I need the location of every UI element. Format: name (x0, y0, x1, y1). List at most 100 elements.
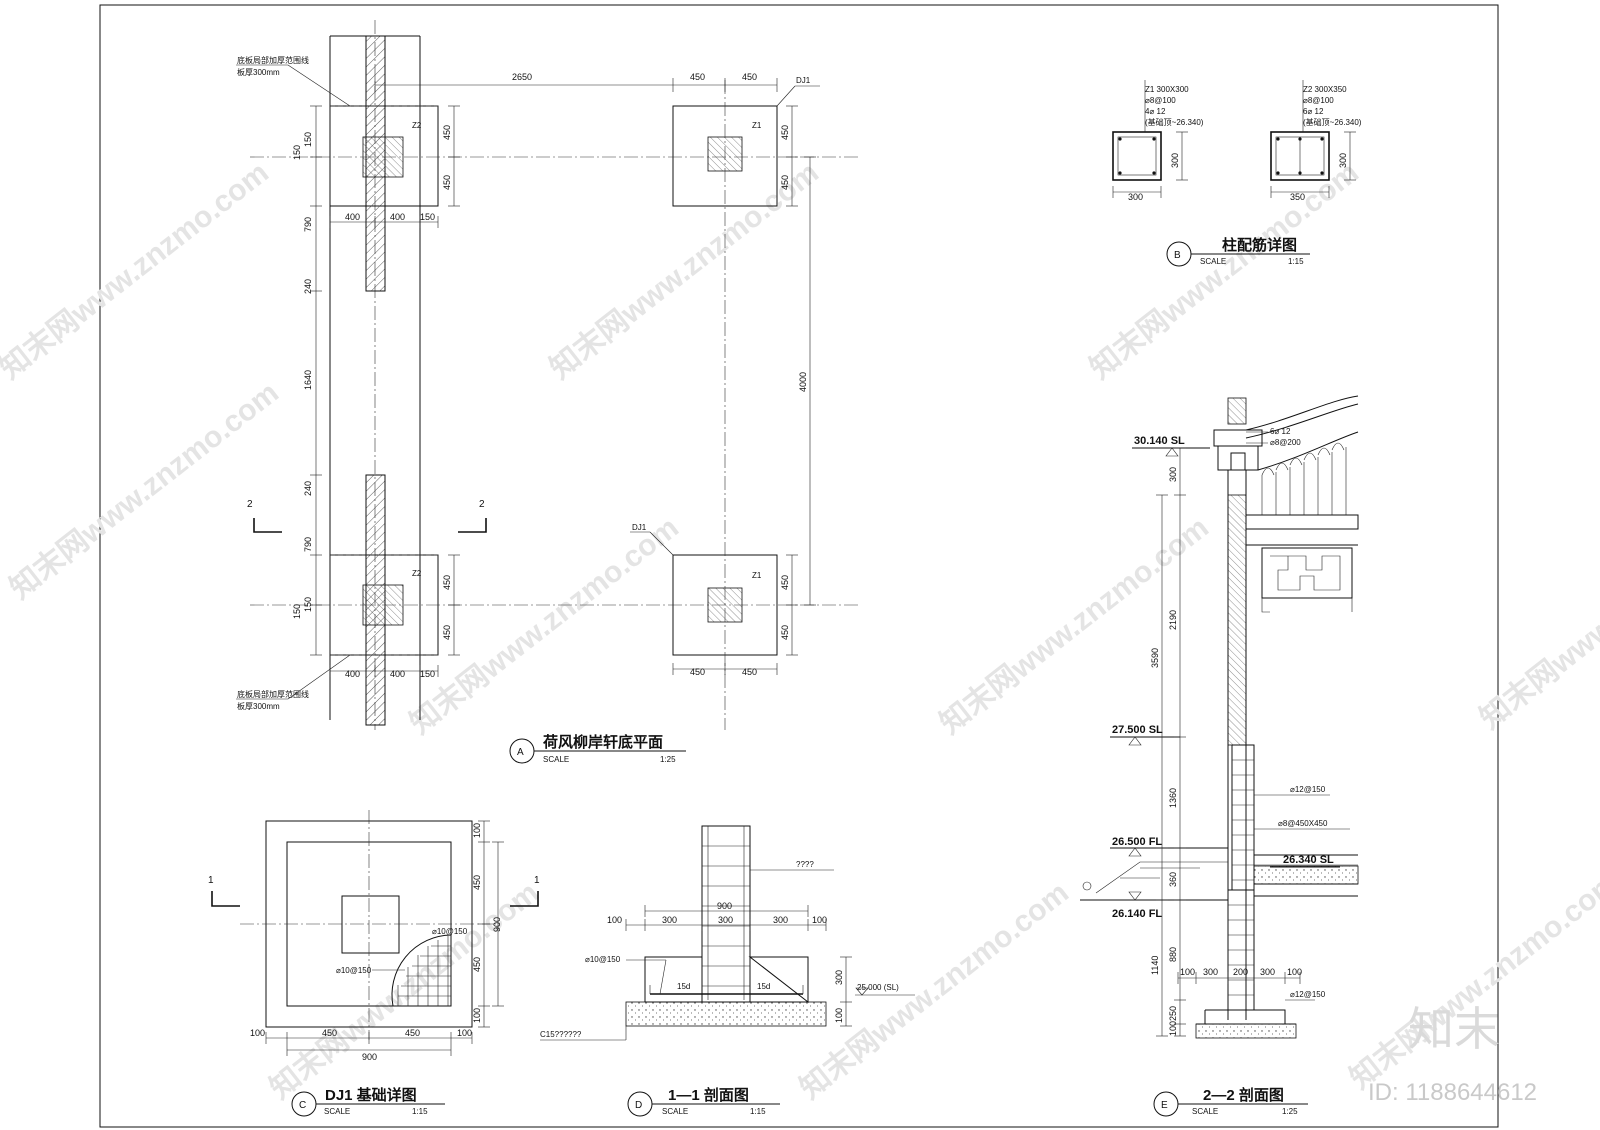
slab-note: 板厚300mm (237, 701, 280, 711)
column-spec: Z2 300X350 (1303, 85, 1347, 94)
column-tag: Z2 (412, 569, 422, 578)
rebar-label: ⌀10@150 (585, 955, 621, 964)
scale-word: SCALE (662, 1107, 688, 1116)
dim-label: 400 (345, 212, 360, 222)
dim-label: 450 (690, 72, 705, 82)
dim-label: 100 (472, 823, 482, 838)
dim-label: 150 (420, 212, 435, 222)
slab-note: 底板局部加厚范围线 (237, 55, 309, 65)
dim-label: 150 (420, 669, 435, 679)
watermark-text: 知末网www.znzmo.com (794, 876, 1075, 1106)
dim-label: 100 (472, 1008, 482, 1023)
scale-value: 1:15 (412, 1107, 428, 1116)
scale-value: 1:15 (750, 1107, 766, 1116)
rebar-label: ⌀10@150 (336, 966, 372, 975)
dim-label: 450 (405, 1028, 420, 1038)
column-spec: Z1 300X300 (1145, 85, 1189, 94)
dim-label: 450 (780, 125, 790, 140)
rebar-label: 6⌀ 12 (1270, 427, 1291, 436)
dim-label: 240 (303, 279, 313, 294)
dim-label: 300 (1203, 967, 1218, 977)
dim-label: 400 (390, 212, 405, 222)
dim-label: 450 (322, 1028, 337, 1038)
level-label: 26.140 FL (1112, 908, 1162, 920)
rebar-label: ⌀12@150 (1290, 785, 1326, 794)
dim-label: 300 (1128, 192, 1143, 202)
dim-label: 350 (1290, 192, 1305, 202)
dim-label: 2190 (1168, 610, 1178, 630)
sheet-border (99, 4, 1499, 1128)
dim-label: 790 (303, 217, 313, 232)
scale-word: SCALE (543, 755, 569, 764)
dim-label: 1360 (1168, 788, 1178, 808)
column-tag: Z2 (412, 121, 422, 130)
plan-title: 荷风柳岸轩底平面 (543, 733, 663, 751)
dim-label: 150 (292, 145, 302, 160)
detail-title: 柱配筋详图 (1222, 236, 1297, 254)
detail-title: 2—2 剖面图 (1203, 1086, 1284, 1104)
dim-label: 1140 (1150, 956, 1160, 975)
dim-label: 450 (442, 175, 452, 190)
column-spec: 6⌀ 12 (1303, 107, 1324, 116)
rebar-label: ⌀10@150 (432, 927, 468, 936)
column-spec: 4⌀ 12 (1145, 107, 1166, 116)
cut-label: 2 (479, 499, 485, 510)
level-label: 26.500 FL (1112, 836, 1162, 848)
level-label: 25.000 (SL) (857, 983, 899, 992)
dim-label: 300 (834, 970, 844, 985)
dim-label: 300 (1338, 153, 1348, 168)
scale-word: SCALE (324, 1107, 350, 1116)
detail-title: 1—1 剖面图 (668, 1086, 749, 1104)
dim-label: 900 (362, 1052, 377, 1062)
dim-label: 450 (472, 875, 482, 890)
dim-label: 400 (345, 669, 360, 679)
column-tag: Z1 (752, 121, 762, 130)
dim-label: 450 (780, 175, 790, 190)
dim-label: 240 (303, 481, 313, 496)
column-rebar-detail-b: Z1 300X300 ⌀8@100 4⌀ 12 (基础顶~26.340) Z2 … (1112, 80, 1362, 267)
column-spec: (基础顶~26.340) (1145, 117, 1204, 127)
detail-title: DJ1 基础详图 (325, 1086, 417, 1104)
watermark-text: 知末网www.znzmo.com (1084, 156, 1365, 386)
dim-label: 300 (773, 915, 788, 925)
image-id-label: ID: 1188644612 (1368, 1079, 1537, 1106)
detail-marker: E (1161, 1100, 1168, 1111)
cushion-label: C15?????? (540, 1030, 582, 1039)
rebar-label: ⌀8@450X450 (1278, 819, 1328, 828)
watermark-text: 知末网www.znzmo.com (0, 156, 275, 386)
dim-label: 200 (1233, 967, 1248, 977)
watermark-text: 知末网www.znzmo.com (4, 376, 285, 606)
dim-label: 790 (303, 537, 313, 552)
watermark-layer: 知末网www.znzmo.com 知末网www.znzmo.com 知末网www… (0, 156, 1600, 1106)
dim-label: 100 (457, 1028, 472, 1038)
watermark-text: 知末网www.znzmo.com (1344, 866, 1600, 1096)
dim-label: 100 (1168, 1021, 1178, 1036)
dim-label: 450 (742, 72, 757, 82)
dim-label: 900 (492, 917, 502, 932)
foundation-plan-a: 2 2 底板局部加厚范围线 板厚300mm 底板局部加厚范围线 板厚300mm … (236, 20, 860, 764)
dim-label: 360 (1168, 872, 1178, 887)
dim-label: 450 (442, 125, 452, 140)
cut-label: 1 (534, 875, 540, 886)
dim-label: 250 (1168, 1006, 1178, 1021)
dim-label: 880 (1168, 947, 1178, 962)
dim-label: 300 (1170, 153, 1180, 168)
dim-label: 100 (607, 915, 622, 925)
detail-marker: C (299, 1100, 306, 1111)
dim-label: 300 (1260, 967, 1275, 977)
scale-value: 1:25 (1282, 1107, 1298, 1116)
level-label: 30.140 SL (1134, 435, 1185, 447)
slab-note: 底板局部加厚范围线 (237, 689, 309, 699)
section-1-1-d: ???? ⌀10@150 15d 15d 25.000 (SL) C15????… (540, 825, 915, 1117)
dim-label: 100 (812, 915, 827, 925)
note-label: ???? (796, 860, 814, 869)
column-spec: ⌀8@100 (1145, 96, 1176, 105)
section-2-2-e: 30.140 SL 27.500 SL 26.500 FL 26.340 SL … (1080, 395, 1359, 1117)
dim-label: 3590 (1150, 648, 1160, 668)
dim-label: 300 (718, 915, 733, 925)
level-label: 27.500 SL (1112, 724, 1163, 736)
dim-label: 100 (1180, 967, 1195, 977)
detail-marker: A (517, 747, 524, 758)
dim-label: 100 (1287, 967, 1302, 977)
